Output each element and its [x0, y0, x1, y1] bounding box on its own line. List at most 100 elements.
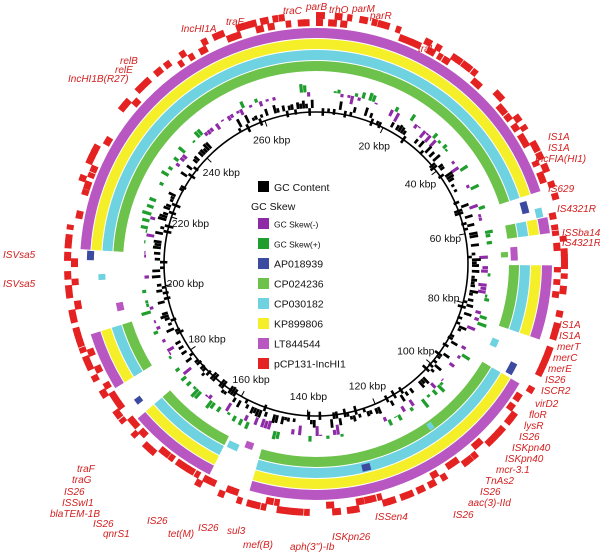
- gc-content-bar: [160, 226, 165, 230]
- gc-content-bar: [394, 124, 401, 131]
- gene-block: [368, 494, 377, 503]
- skew-positive-bar: [158, 181, 165, 187]
- gene-block: [534, 368, 545, 378]
- gene-block: [137, 427, 149, 439]
- gene-block: [98, 388, 110, 400]
- gene-block: [399, 491, 409, 502]
- gene-block: [108, 390, 119, 401]
- gc-content-bar: [463, 311, 472, 317]
- gc-content-bar: [195, 359, 203, 366]
- gc-content-bar: [442, 352, 451, 359]
- skew-positive-bar: [140, 224, 149, 230]
- skew-positive-bar: [387, 419, 394, 426]
- skew-positive-bar: [409, 113, 417, 122]
- gene-block: [376, 492, 383, 502]
- gc-content-bar: [471, 275, 475, 279]
- gene-block: [470, 450, 480, 460]
- gene-label: TnAs2: [485, 476, 514, 487]
- skew-negative-bar: [482, 266, 488, 270]
- skew-negative-bar: [253, 417, 260, 426]
- gc-content-bar: [471, 264, 479, 267]
- skew-positive-bar: [145, 300, 149, 304]
- gc-content-bar: [166, 327, 175, 334]
- gc-content-bar: [154, 257, 161, 261]
- tick-label: 160 kbp: [232, 374, 270, 386]
- skew-positive-bar: [393, 415, 398, 419]
- skew-positive-bar: [226, 411, 231, 416]
- gc-content-bar: [156, 283, 162, 287]
- gene-block: [255, 24, 265, 34]
- gene-block: [259, 16, 270, 26]
- gc-content-bar: [338, 101, 343, 111]
- skew-positive-bar: [167, 165, 174, 171]
- gene-block: [331, 507, 342, 516]
- gc-content-bar: [276, 107, 280, 113]
- legend-swatch: [258, 258, 269, 269]
- gc-content-bar: [162, 211, 169, 216]
- gc-content-bar: [292, 418, 296, 423]
- gc-content-bar: [368, 409, 373, 415]
- skew-negative-bar: [466, 325, 476, 332]
- gc-content-bar: [402, 130, 407, 136]
- gene-block: [550, 192, 560, 201]
- skew-positive-bar: [193, 390, 203, 400]
- gc-content-bar: [280, 416, 285, 425]
- gc-content-bar: [180, 184, 187, 191]
- skew-negative-bar: [260, 418, 266, 428]
- skew-negative-bar: [144, 250, 146, 255]
- gene-block: [265, 496, 275, 506]
- gc-content-bar: [377, 121, 383, 129]
- gene-label: traE: [226, 17, 245, 28]
- gc-content-bar: [159, 213, 168, 219]
- gc-content-bar: [154, 242, 162, 247]
- gene-block: [484, 438, 494, 448]
- skew-positive-bar: [205, 399, 214, 409]
- gc-content-bar: [417, 380, 426, 389]
- gene-block: [316, 12, 326, 20]
- skew-positive-bar: [192, 139, 196, 144]
- gene-block: [423, 37, 434, 48]
- gene-label: sul3: [227, 526, 246, 537]
- skew-positive-bar: [478, 205, 486, 211]
- gene-block: [363, 495, 371, 505]
- legend-gc-skew-heading: GC Skew: [251, 201, 296, 213]
- skew-negative-bar: [478, 217, 483, 222]
- skew-positive-bar: [192, 385, 197, 390]
- gc-content-bar: [399, 394, 406, 402]
- gene-block: [503, 112, 514, 123]
- gc-content-bar: [237, 127, 242, 132]
- ring-cp024236-segment: [498, 265, 519, 329]
- gene-block: [278, 14, 286, 22]
- gene-label: traC: [283, 6, 303, 17]
- skew-negative-bar: [412, 123, 419, 130]
- gene-block: [152, 66, 165, 78]
- gc-content-bar: [160, 314, 170, 320]
- gc-content-bar: [164, 316, 171, 322]
- gene-block: [444, 460, 455, 471]
- skew-positive-bar: [231, 415, 237, 422]
- skew-negative-bar: [149, 306, 154, 311]
- skew-negative-bar: [319, 434, 323, 436]
- gc-content-bar: [375, 120, 380, 125]
- gene-label: aph(3'')-Ib: [290, 542, 335, 553]
- gc-content-bar: [161, 311, 169, 316]
- gene-label: qnrS1: [103, 529, 130, 540]
- skew-positive-bar: [409, 406, 415, 412]
- gene-block: [505, 401, 517, 412]
- skew-positive-bar: [253, 98, 259, 104]
- gc-content-bar: [428, 151, 436, 158]
- gc-content-bar: [470, 243, 480, 247]
- ring-kp899806-segment: [316, 39, 530, 198]
- tick-mark: [458, 233, 466, 236]
- gc-content-bar: [186, 164, 193, 171]
- gene-label: mef(B): [243, 540, 273, 551]
- ring-fragment: [500, 251, 509, 258]
- gene-block: [560, 248, 568, 256]
- gene-block: [469, 67, 479, 78]
- skew-negative-bar: [477, 213, 482, 218]
- gc-content-bar: [450, 183, 455, 188]
- skew-positive-bar: [177, 146, 187, 154]
- skew-negative-bar: [243, 414, 249, 422]
- gc-content-bar: [327, 108, 331, 113]
